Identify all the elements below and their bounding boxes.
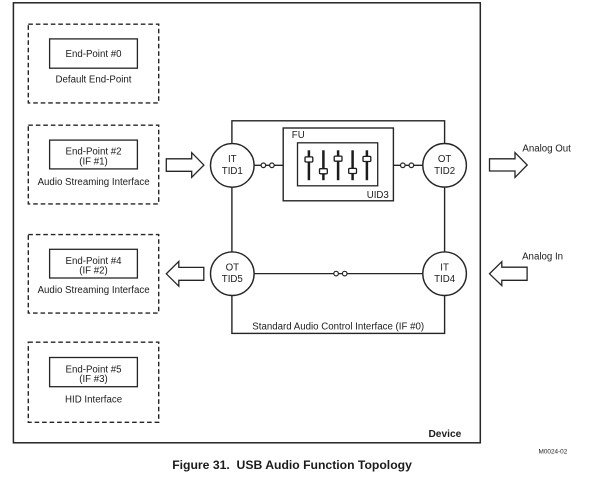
svg-text:IT: IT bbox=[440, 263, 449, 274]
svg-text:TID4: TID4 bbox=[434, 274, 456, 285]
svg-text:End-Point #2: End-Point #2 bbox=[65, 147, 121, 158]
svg-text:(IF #1): (IF #1) bbox=[79, 157, 108, 168]
svg-text:TID2: TID2 bbox=[434, 166, 455, 177]
svg-text:(IF #2): (IF #2) bbox=[79, 266, 108, 277]
svg-text:Standard Audio Control Interfa: Standard Audio Control Interface (IF #0) bbox=[252, 321, 424, 332]
svg-text:IT: IT bbox=[228, 154, 237, 165]
svg-text:Analog In: Analog In bbox=[522, 252, 563, 263]
svg-text:(IF #3): (IF #3) bbox=[79, 374, 108, 385]
svg-text:Device: Device bbox=[428, 429, 461, 440]
svg-text:OT: OT bbox=[438, 154, 452, 165]
svg-text:OT: OT bbox=[226, 263, 240, 274]
svg-text:Default End-Point: Default End-Point bbox=[56, 74, 132, 85]
svg-text:Audio Streaming Interface: Audio Streaming Interface bbox=[38, 177, 150, 188]
svg-text:TID1: TID1 bbox=[222, 166, 243, 177]
svg-text:TID5: TID5 bbox=[222, 274, 243, 285]
svg-text:M0024-02: M0024-02 bbox=[539, 449, 568, 456]
svg-text:Figure 31. USB Audio Function: Figure 31. USB Audio Function Topology bbox=[172, 458, 412, 472]
svg-text:End-Point #4: End-Point #4 bbox=[65, 256, 122, 267]
svg-text:Analog Out: Analog Out bbox=[522, 143, 571, 154]
svg-text:Audio Streaming Interface: Audio Streaming Interface bbox=[38, 285, 150, 296]
svg-text:FU: FU bbox=[292, 130, 305, 141]
svg-text:HID Interface: HID Interface bbox=[65, 394, 122, 405]
svg-text:UID3: UID3 bbox=[367, 190, 389, 201]
svg-text:End-Point #5: End-Point #5 bbox=[65, 364, 121, 375]
svg-text:End-Point #0: End-Point #0 bbox=[65, 49, 122, 60]
